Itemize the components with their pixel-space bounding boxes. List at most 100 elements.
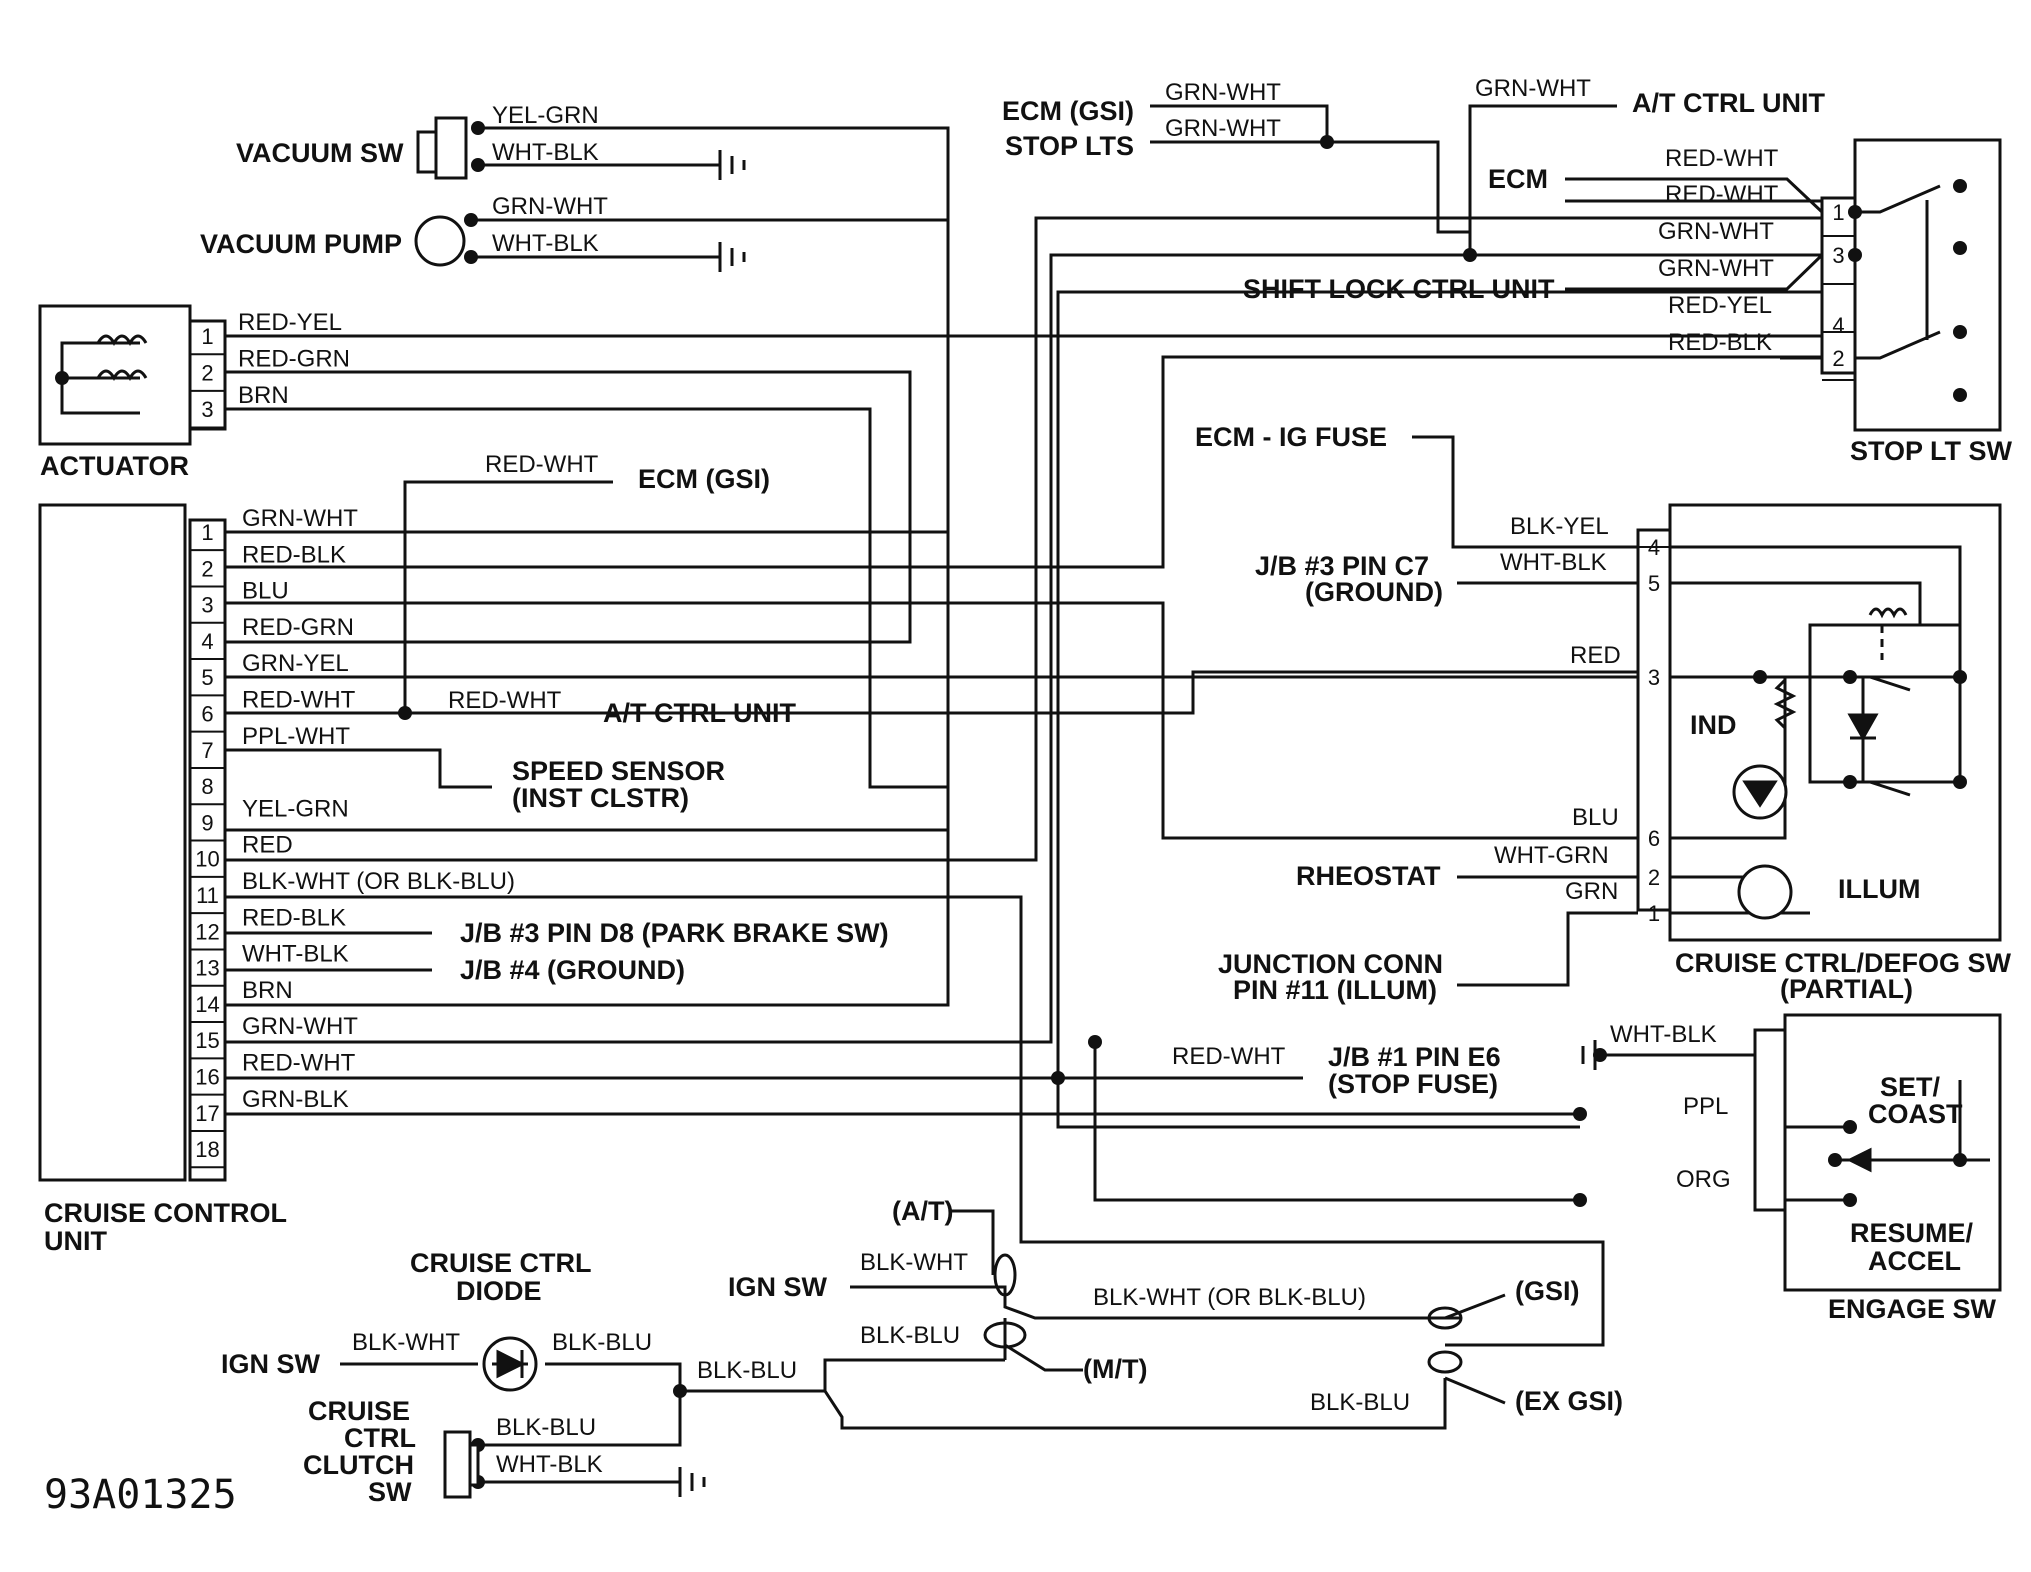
wire-label: RED-YEL: [1668, 292, 1772, 319]
ccu-wire-label: RED-BLK: [242, 541, 346, 568]
ref-at: (A/T): [892, 1196, 953, 1226]
ref-junction-2: PIN #11 (ILLUM): [1233, 975, 1437, 1005]
ccu-connector: [188, 518, 227, 1182]
wire-label: RED: [1570, 642, 1621, 669]
junction-dot: [1573, 1193, 1587, 1207]
ref-mt: (M/T): [1083, 1354, 1147, 1384]
actuator-label: ACTUATOR: [40, 451, 189, 481]
ccu-pin: 3: [201, 593, 213, 618]
ccu-wire-label: RED-GRN: [242, 614, 354, 641]
ref-at-ctrl-mid: A/T CTRL UNIT: [603, 698, 796, 728]
actuator-pin: 1: [201, 324, 213, 349]
wire-ccu-red: [225, 216, 1822, 862]
wire-label: RED-WHT: [485, 451, 599, 478]
ref-junction-1: JUNCTION CONN: [1218, 949, 1443, 979]
ccu-wire-label: PPL-WHT: [242, 723, 350, 750]
wire-at-top: [1468, 104, 1617, 232]
junction-dots: [55, 121, 1967, 1489]
ref-ign-sw-2: IGN SW: [221, 1349, 321, 1379]
ref-jb4-gnd: J/B #4 (GROUND): [460, 955, 685, 985]
actuator-wire-label: BRN: [238, 382, 289, 409]
wire-label: BLK-YEL: [1510, 513, 1609, 540]
ref-jb1-e6-1: J/B #1 PIN E6: [1328, 1042, 1501, 1072]
ref-speed-sensor-2: (INST CLSTR): [512, 783, 689, 813]
loop-gsi: [1427, 1306, 1463, 1330]
wire-label: RED-BLK: [1668, 329, 1772, 356]
defog-label-2: (PARTIAL): [1780, 974, 1913, 1004]
relay-coil-icon: [1868, 607, 1908, 619]
defog-box: [1668, 503, 2002, 942]
diode-label-2: DIODE: [456, 1276, 542, 1306]
wire-ccu-pplwht: [225, 748, 492, 789]
ref-jb3-c7-1: J/B #3 PIN C7: [1255, 551, 1429, 581]
ref-jb3-c7-2: (GROUND): [1305, 577, 1443, 607]
defog-connector: [1636, 528, 1672, 912]
wire-ecm-gsi-top: [1150, 104, 1329, 142]
defog-pin: 5: [1648, 571, 1660, 596]
resume-1: RESUME/: [1850, 1218, 1974, 1248]
stop-lt-pin: 1: [1832, 200, 1844, 225]
wire-label: BLK-BLU: [697, 1357, 797, 1384]
clutch-sw-icon: [443, 1430, 472, 1499]
engage-connector: [1753, 1028, 1787, 1212]
loop-at: [993, 1253, 1017, 1297]
engage-box: [1783, 1013, 2002, 1292]
illum-label: ILLUM: [1838, 874, 1920, 904]
wire-ccu-redblk: [225, 355, 1822, 569]
ground-icon-4: [1581, 1040, 1597, 1070]
vacuum-pump-icon: [414, 215, 466, 267]
wire-label: BLK-WHT: [860, 1249, 968, 1276]
wire-label: BLK-BLU: [1310, 1389, 1410, 1416]
actuator-wire-label: RED-GRN: [238, 346, 350, 373]
clutch-label-2: CTRL: [344, 1423, 416, 1453]
wire-label: WHT-BLK: [492, 139, 599, 166]
junction-dot: [464, 213, 478, 227]
stop-lt-pin: 4: [1832, 313, 1844, 338]
wire-slt-grn2: [1565, 253, 1824, 291]
wire-label: PPL: [1683, 1093, 1728, 1120]
wire-junction: [1457, 911, 1638, 987]
wire-bb2: [823, 1358, 1005, 1391]
engage-internal: [1785, 1080, 1990, 1202]
junction-dot: [1953, 388, 1967, 402]
diagram-code: 93A01325: [44, 1472, 237, 1518]
defog-pin: 6: [1648, 826, 1660, 851]
defog-pin: 1: [1648, 901, 1660, 926]
ccu-pin: 2: [201, 556, 213, 581]
wire-exgsi: [1444, 1376, 1506, 1405]
stop-lt-pin: 3: [1832, 243, 1844, 268]
engage-sw-label: ENGAGE SW: [1828, 1294, 1997, 1324]
ccu-pin: 8: [201, 774, 213, 799]
junction-dot: [1088, 1035, 1102, 1049]
ref-stop-lts: STOP LTS: [1005, 131, 1134, 161]
wire-diode-out: [545, 1362, 1447, 1430]
wire-clutch-1: [478, 1391, 682, 1447]
wire-label: GRN-WHT: [1165, 79, 1281, 106]
wire-label: WHT-BLK: [1610, 1021, 1717, 1048]
ccu-pin: 6: [201, 702, 213, 727]
engage-arrow-icon: [1846, 1147, 1872, 1173]
actuator-connector: [188, 319, 227, 431]
defog-internal: [1670, 545, 1962, 915]
ccu-pin: 15: [195, 1028, 219, 1053]
loop-exgsi: [1427, 1350, 1463, 1374]
junction-dot: [1573, 1107, 1587, 1121]
wire-act-brn: [225, 407, 950, 1007]
wire-gsi: [1444, 1293, 1506, 1320]
ccu-pin: 13: [195, 956, 219, 981]
wire-label: BLK-WHT (OR BLK-BLU): [1093, 1284, 1366, 1311]
wire-label: GRN-WHT: [1165, 115, 1281, 142]
wire-label: BLK-BLU: [552, 1329, 652, 1356]
ref-at-ctrl-top: A/T CTRL UNIT: [1632, 88, 1825, 118]
ref-gsi: (GSI): [1515, 1276, 1580, 1306]
ccu-pin: 1: [201, 520, 213, 545]
vacuum-sw-icon: [416, 130, 438, 174]
junction-dot: [464, 250, 478, 264]
ref-jb1-e6-2: (STOP FUSE): [1328, 1069, 1498, 1099]
ref-ecm-right: ECM: [1488, 164, 1548, 194]
ccu-pin: 12: [195, 919, 219, 944]
ref-ecm-gsi-mid: ECM (GSI): [638, 464, 770, 494]
ccu-pin: 14: [195, 992, 219, 1017]
vacuum-pump-label: VACUUM PUMP: [200, 229, 402, 259]
